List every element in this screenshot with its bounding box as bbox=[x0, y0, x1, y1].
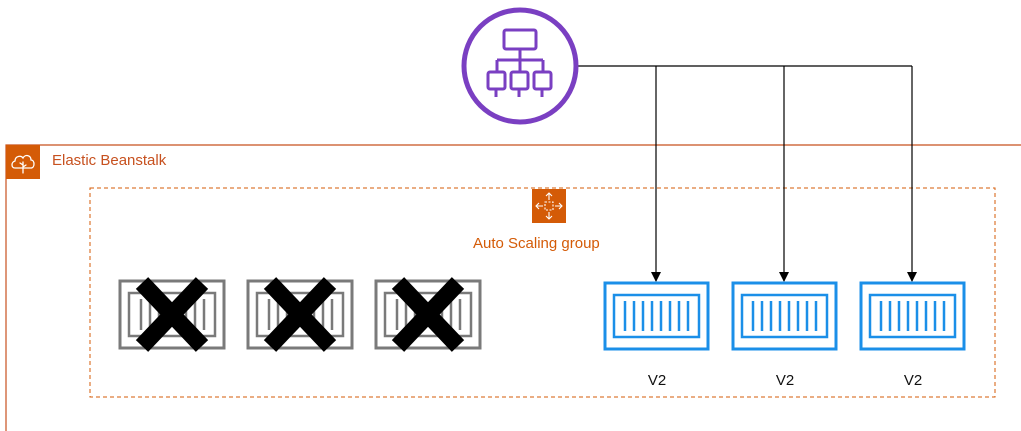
v2-label: V2 bbox=[903, 372, 923, 389]
elastic-beanstalk-label: Elastic Beanstalk bbox=[52, 152, 167, 169]
container-icon bbox=[859, 281, 966, 351]
container-icon bbox=[731, 281, 838, 351]
v2-container-1 bbox=[603, 281, 710, 351]
v2-label: V2 bbox=[647, 372, 667, 389]
container-icon bbox=[603, 281, 710, 351]
connections bbox=[578, 65, 917, 282]
x-mark-icon bbox=[135, 277, 209, 352]
auto-scaling-icon bbox=[532, 189, 566, 223]
load-balancer-icon bbox=[461, 7, 579, 125]
old-instances bbox=[118, 277, 482, 352]
v2-container-2 bbox=[731, 281, 838, 351]
old-container-1 bbox=[118, 277, 226, 352]
v2-container-3 bbox=[859, 281, 966, 351]
elastic-beanstalk-icon bbox=[6, 145, 40, 179]
old-container-2 bbox=[246, 277, 354, 352]
x-mark-icon bbox=[263, 277, 337, 352]
elastic-beanstalk-group bbox=[5, 144, 1021, 431]
new-instances bbox=[603, 281, 966, 351]
v2-label: V2 bbox=[775, 372, 795, 389]
auto-scaling-group-border bbox=[89, 187, 996, 398]
x-mark-icon bbox=[391, 277, 465, 352]
old-container-3 bbox=[374, 277, 482, 352]
auto-scaling-group-label: Auto Scaling group bbox=[473, 235, 600, 252]
